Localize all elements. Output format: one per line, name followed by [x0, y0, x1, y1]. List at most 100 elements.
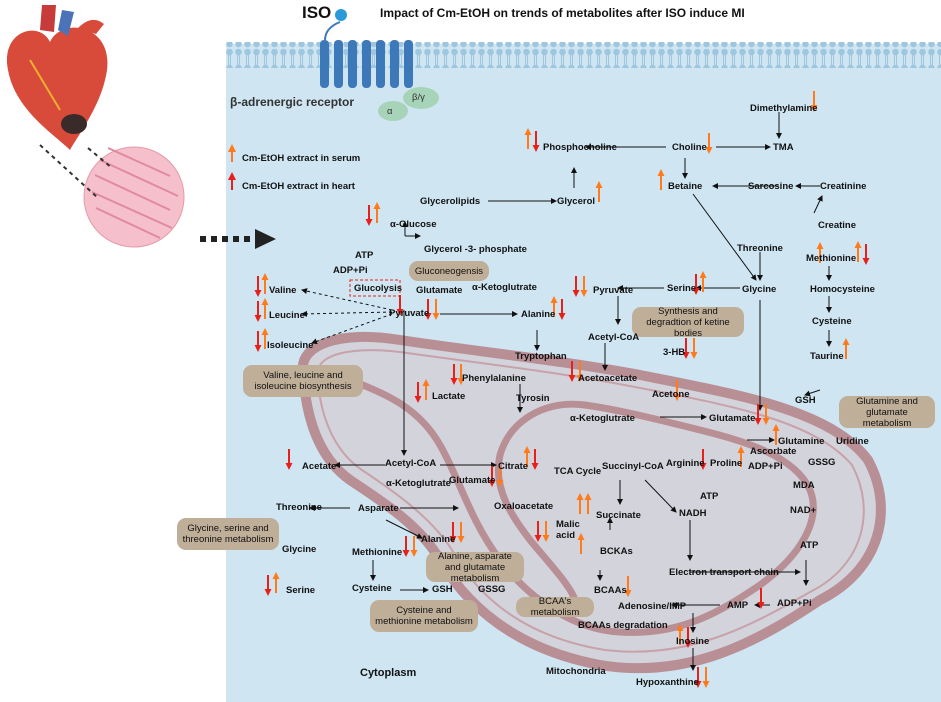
metabolite-cysteine2: Cysteine [352, 583, 392, 594]
metabolite-tryptophan: Tryptophan [515, 351, 567, 362]
pathway-gluconeogenesis: Gluconeogensis [409, 261, 489, 281]
receptor-label: β-adrenergic receptor [230, 95, 355, 109]
pathway-bcaa: BCAA's metabolism [516, 596, 594, 618]
trend-down-arrow-icon [810, 91, 818, 112]
metabolite-glutamate2: Glutamate [709, 413, 756, 424]
trend-down-arrow-icon [488, 466, 496, 487]
trend-up-arrow-icon [422, 379, 430, 400]
legend-heart: Cm-EtOH extract in heart [242, 181, 355, 192]
metabolite-creatinine: Creatinine [820, 181, 867, 192]
trend-down-arrow-icon [254, 301, 262, 322]
metabolite-tyrosin: Tyrosin [516, 393, 550, 404]
metabolite-acetylcoa1: Acetyl-CoA [588, 332, 640, 343]
metabolite-tma: TMA [773, 142, 794, 153]
metabolite-serine2: Serine [286, 585, 316, 596]
trend-down-arrow-icon [402, 536, 410, 557]
metabolite-phosphocholine: Phosphocholine [543, 142, 617, 153]
metabolite-pyruvate2: Pyruvate [593, 285, 634, 296]
metabolite-gssg2: GSSG [478, 584, 506, 595]
metabolite-adp1: ADP+Pi [333, 265, 368, 276]
trend-up-arrow-icon [576, 493, 584, 514]
trend-up-arrow-icon [373, 202, 381, 223]
metabolite-isoleucine: Isoleucine [267, 340, 314, 351]
cell-membrane [226, 42, 941, 68]
trend-down-arrow-icon [862, 244, 870, 265]
metabolite-homocysteine: Homocysteine [810, 284, 875, 295]
metabolite-glycerolipids: Glycerolipids [420, 196, 481, 207]
trend-down-arrow-icon [673, 380, 681, 401]
metabolite-succinate: Succinate [596, 510, 641, 521]
trend-down-arrow-icon [690, 338, 698, 359]
trend-up-arrow-icon [261, 328, 269, 349]
metabolite-phenylalanine: Phenylalanine [462, 373, 526, 384]
trend-down-arrow-icon [531, 449, 539, 470]
metabolite-threonine1: Threonine [737, 243, 783, 254]
metabolite-lactate: Lactate [432, 391, 466, 402]
metabolite-citrate: Citrate [498, 461, 529, 472]
metabolite-glutamate3: Glutamate [449, 475, 496, 486]
metabolite-akg3: α-Ketoglutrate [386, 478, 451, 489]
g-betagamma-icon [403, 87, 439, 109]
metabolite-nadh: NADH [679, 508, 707, 519]
trend-up-arrow-icon [524, 128, 532, 149]
metabolite-alanine2: Alanine [421, 534, 456, 545]
mitochondrion-icon [297, 331, 886, 674]
glycolysis-label: Glucolysis [354, 283, 403, 294]
trend-down-arrow-icon [396, 295, 404, 316]
trend-down-arrow-icon [699, 449, 707, 470]
trend-down-arrow-icon [624, 576, 632, 597]
metabolite-hypoxanthine: Hypoxanthine [636, 677, 699, 688]
trend-down-arrow-icon [457, 364, 465, 385]
trend-up-arrow-icon [657, 169, 665, 190]
metabolite-bckas: BCKAs [600, 546, 633, 557]
trend-down-arrow-icon [254, 331, 262, 352]
trend-down-arrow-icon [285, 449, 293, 470]
pathway-cysteine-methionine: Cysteine and methionine metabolism [370, 600, 478, 632]
metabolite-amp: AMP [727, 600, 749, 611]
trend-down-arrow-icon [254, 276, 262, 297]
metabolite-oxaloacetate: Oxaloacetate [494, 501, 554, 512]
metabolite-gsh1: GSH [795, 395, 816, 406]
trend-down-arrow-icon [542, 521, 550, 542]
figure-title: Impact of Cm-EtOH on trends of metabolit… [380, 6, 745, 20]
trend-up-arrow-icon [272, 572, 280, 593]
iso-ligand-icon [335, 9, 347, 21]
metabolite-choline: Choline [672, 142, 707, 153]
trend-up-arrow-icon [523, 446, 531, 467]
metabolite-hb3: 3-HB [663, 347, 686, 358]
metabolite-gssg1: GSSG [808, 457, 836, 468]
trend-up-arrow-icon [595, 181, 603, 202]
trend-up-arrow-icon [550, 296, 558, 317]
metabolite-glutamate1: Glutamate [416, 285, 463, 296]
metabolite-adenosine: Adenosine/IMP [618, 601, 687, 612]
metabolite-pyruvate1: Pyruvate [389, 308, 430, 319]
metabolite-adp3: ADP+Pi [777, 598, 812, 609]
metabolite-adp2: ADP+Pi [748, 461, 783, 472]
trend-arrows [254, 91, 870, 688]
trend-down-arrow-icon [572, 276, 580, 297]
trend-down-arrow-icon [682, 338, 690, 359]
metabolite-alpha-glucose: α-Glucose [390, 219, 437, 230]
metabolite-acetone: Acetone [652, 389, 690, 400]
trend-up-arrow-icon [854, 241, 862, 262]
metabolite-creatine: Creatine [818, 220, 857, 231]
metabolite-threonine2: Threonine [276, 502, 322, 513]
metabolite-atp2: ATP [700, 491, 719, 502]
metabolite-glutamine: Glutamine [778, 436, 825, 447]
trend-up-arrow-icon [577, 533, 585, 554]
metabolite-gsh2: GSH [432, 584, 453, 595]
trend-up-arrow-icon [261, 273, 269, 294]
metabolite-dimethylamine: Dimethylamine [750, 103, 818, 114]
metabolite-uridine: Uridine [836, 436, 869, 447]
pathway-bcaa-biosynthesis: Valine, leucine and isoleucine biosynthe… [243, 365, 363, 397]
metabolite-akg2: α-Ketoglutrate [570, 413, 635, 424]
betagamma-label: β/γ [412, 92, 425, 103]
trend-down-arrow-icon [532, 131, 540, 152]
iso-label: ISO [302, 3, 332, 22]
pathway-glycine-serine: Glycine, serine and threonine metabolism [177, 518, 279, 550]
tissue-histology-icon [83, 146, 185, 248]
metabolite-ascorbate: Ascorbate [750, 446, 797, 457]
metabolite-sarcosine: Sarcosine [748, 181, 794, 192]
metabolite-succinylcoa: Succinyl-CoA [602, 461, 664, 472]
